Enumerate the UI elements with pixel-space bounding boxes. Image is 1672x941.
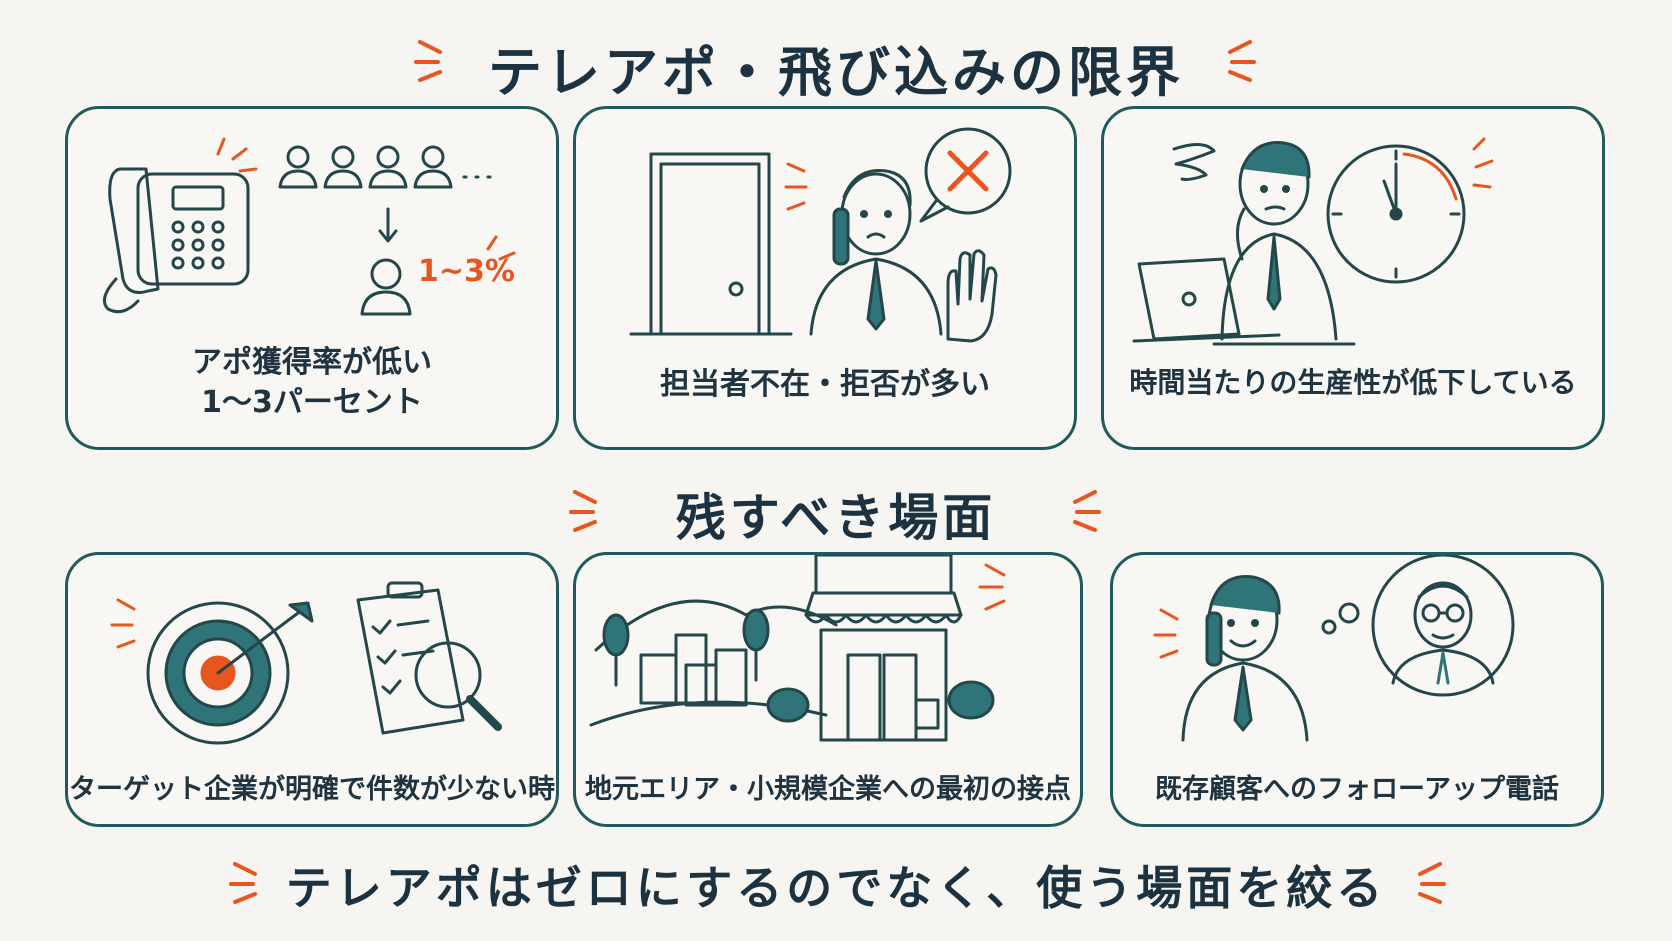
limit-caption: 担当者不在・拒否が多い (660, 367, 990, 402)
spark-icon-right-bottom (1418, 862, 1446, 904)
keep-caption: 地元エリア・小規模企業への最初の接点 (585, 774, 1071, 805)
x-mark-icon (947, 150, 989, 192)
accent-lines (1402, 137, 1494, 201)
speech-bubble-x (919, 127, 1012, 223)
spark-icon-left-top (414, 40, 442, 82)
target-illustration (110, 581, 502, 745)
laptop-icon (1132, 257, 1281, 343)
limit-card-productivity: 時間当たりの生産性が低下している (1101, 106, 1605, 450)
keep-card-target: ターゲット企業が明確で件数が少ない時 (65, 552, 559, 827)
accent-lines (978, 563, 1006, 611)
stress-swirl-icon (1172, 143, 1216, 181)
client-portrait (1391, 581, 1495, 685)
accent-lines (216, 137, 516, 261)
spark-icon-right-top (1228, 40, 1256, 82)
accent-lines (110, 598, 136, 649)
accent-lines (784, 162, 808, 211)
door-icon (629, 152, 793, 336)
storefront-icon (766, 555, 995, 742)
spark-icon-left-middle (569, 490, 597, 532)
clipboard-icon (356, 581, 465, 735)
section-title: 残すべき場面 (675, 489, 997, 547)
clock-icon (1326, 144, 1466, 284)
conclusion-text: テレアポはゼロにするのでなく、使う場面を絞る (285, 861, 1387, 915)
limit-caption-line2: 1～3パーセント (201, 385, 423, 420)
limit-card-low-rate: 1~3% アポ獲得率が低い 1～3パーセント (65, 106, 559, 450)
smiling-businessman (1181, 575, 1309, 742)
limit-caption: 時間当たりの生産性が低下している (1129, 366, 1577, 399)
page-title: テレアポ・飛び込みの限界 (488, 41, 1184, 104)
keep-caption: ターゲット企業が明確で件数が少ない時 (69, 774, 555, 805)
limit-caption-line1: アポ獲得率が低い (192, 345, 432, 380)
limit-card-rejection: 担当者不在・拒否が多い (573, 106, 1077, 450)
spark-icon-left-bottom (229, 862, 257, 904)
businessman-refusing (809, 169, 998, 343)
thought-bubble-icon (1321, 555, 1515, 697)
rejection-illustration (629, 127, 1012, 343)
local-area-illustration (589, 555, 1006, 742)
target-icon (146, 601, 314, 745)
keep-card-local: 地元エリア・小規模企業への最初の接点 (573, 552, 1083, 827)
keep-card-follow-up: 既存顧客へのフォローアップ電話 (1110, 552, 1604, 827)
hills-town-icon (589, 599, 838, 727)
tired-businessman (1212, 141, 1356, 346)
rate-label: 1~3% (418, 254, 515, 289)
keep-caption: 既存顧客へのフォローアップ電話 (1155, 774, 1559, 805)
accent-lines (1153, 608, 1179, 659)
follow-up-illustration (1153, 555, 1515, 742)
magnifier-icon (414, 641, 502, 731)
telephone-icon (102, 167, 250, 314)
spark-icon-right-middle (1073, 490, 1101, 532)
people-icons (278, 145, 492, 316)
productivity-illustration (1132, 137, 1494, 346)
phone-illustration: 1~3% (102, 137, 516, 316)
